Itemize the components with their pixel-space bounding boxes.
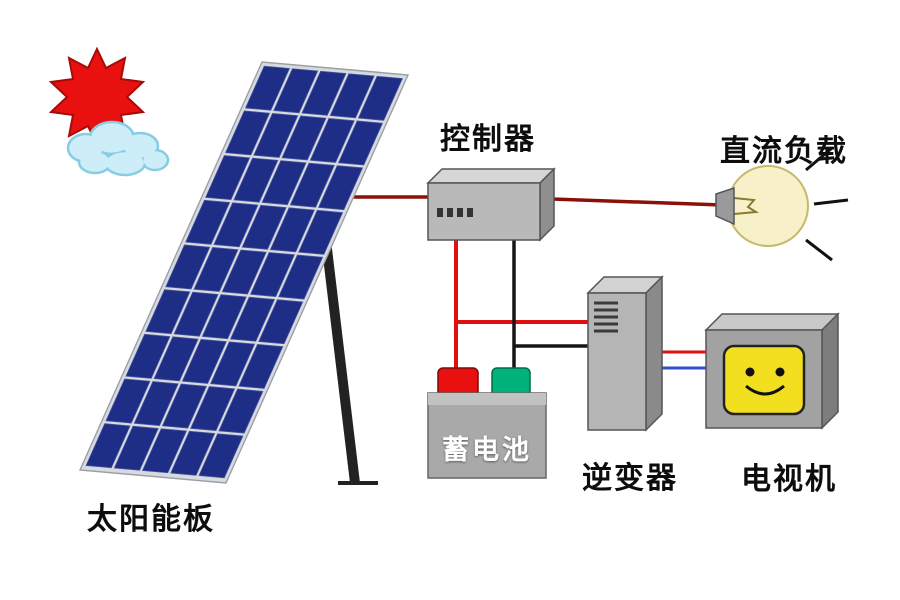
smiley-face-icon (745, 367, 785, 396)
controller-indicator-dots (437, 208, 473, 217)
bulb-filament (733, 197, 760, 215)
controller-box (426, 167, 556, 242)
dc-load-label: 直流负载 (720, 134, 848, 169)
wire-controller-to-bulb (551, 197, 723, 207)
inverter-vents (594, 301, 618, 333)
cloud-icon (66, 120, 170, 177)
panel-support-leg (320, 232, 378, 485)
tv-screen (722, 344, 806, 416)
solar-panel-label: 太阳能板 (87, 502, 215, 537)
bulb-socket (715, 186, 735, 226)
solar-panel-cells (85, 65, 403, 479)
tv-label: 电视机 (741, 462, 837, 497)
controller-label: 控制器 (440, 122, 536, 157)
light-rays (805, 146, 849, 262)
battery-label: 蓄电池 (442, 435, 532, 466)
bulb-icon (715, 146, 849, 262)
inverter-label: 逆变器 (582, 461, 678, 496)
solar-panel (78, 61, 410, 484)
tv-icon (704, 312, 840, 430)
inverter-box (586, 275, 664, 432)
battery-box (427, 367, 547, 479)
